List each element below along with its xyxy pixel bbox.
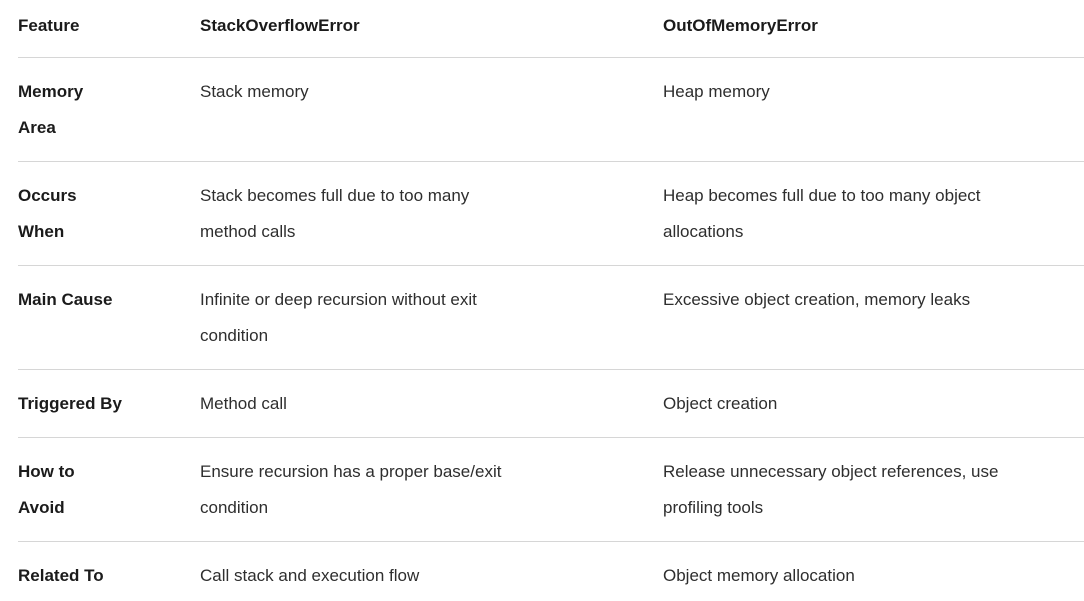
outofmemoryerror-cell: Heap becomes full due to too many object… <box>663 186 981 241</box>
feature-cell: How to Avoid <box>18 462 75 517</box>
feature-cell: Main Cause <box>18 290 113 309</box>
stackoverflowerror-cell: Stack memory <box>200 82 309 101</box>
outofmemoryerror-cell: Object memory allocation <box>663 566 855 585</box>
table-row: Related To Call stack and execution flow… <box>18 541 1084 601</box>
stackoverflowerror-cell: Ensure recursion has a proper base/exit … <box>200 462 502 517</box>
column-header-outofmemoryerror: OutOfMemoryError <box>663 16 818 35</box>
table-row: Main Cause Infinite or deep recursion wi… <box>18 265 1084 370</box>
feature-cell: Triggered By <box>18 394 122 413</box>
column-header-stackoverflowerror: StackOverflowError <box>200 16 360 35</box>
table-row: Triggered By Method call Object creation <box>18 369 1084 438</box>
stackoverflowerror-cell: Call stack and execution flow <box>200 566 420 585</box>
feature-cell: Memory Area <box>18 82 84 137</box>
column-header-feature: Feature <box>18 16 80 35</box>
outofmemoryerror-cell: Object creation <box>663 394 778 413</box>
stackoverflowerror-cell: Stack becomes full due to too many metho… <box>200 186 470 241</box>
table-header-row: Feature StackOverflowError OutOfMemoryEr… <box>18 0 1084 58</box>
stackoverflowerror-cell: Method call <box>200 394 287 413</box>
table-row: How to Avoid Ensure recursion has a prop… <box>18 437 1084 542</box>
outofmemoryerror-cell: Heap memory <box>663 82 770 101</box>
comparison-table: Feature StackOverflowError OutOfMemoryEr… <box>18 0 1084 601</box>
feature-cell: Related To <box>18 566 104 585</box>
outofmemoryerror-cell: Excessive object creation, memory leaks <box>663 290 971 309</box>
table-row: Memory Area Stack memory Heap memory <box>18 57 1084 162</box>
table-row: Occurs When Stack becomes full due to to… <box>18 161 1084 266</box>
feature-cell: Occurs When <box>18 186 77 241</box>
stackoverflowerror-cell: Infinite or deep recursion without exit … <box>200 290 477 345</box>
outofmemoryerror-cell: Release unnecessary object references, u… <box>663 462 999 517</box>
